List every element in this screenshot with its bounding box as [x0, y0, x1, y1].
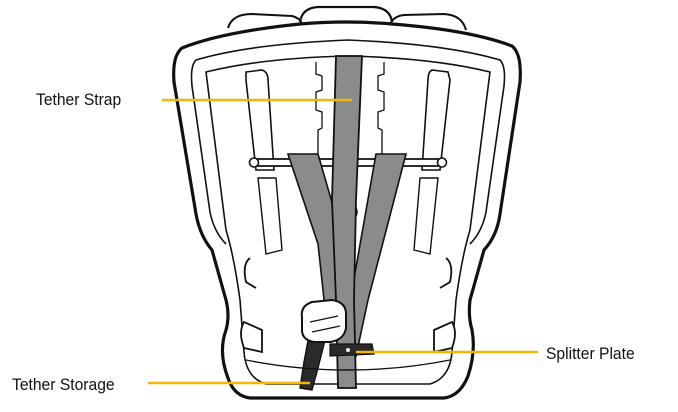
label-tether-strap: Tether Strap [36, 90, 122, 109]
side-slot-right-lower [413, 177, 439, 255]
side-hook-left-upper [243, 257, 257, 289]
label-splitter-plate: Splitter Plate [546, 344, 635, 363]
inner-rim-left [190, 59, 227, 245]
side-slot-left [245, 69, 275, 171]
side-hook-right-upper [439, 257, 453, 289]
headrest-wing-left [227, 12, 303, 29]
side-slot-right [421, 69, 451, 171]
tether-hook-clip [300, 298, 347, 343]
seat-base-rim [245, 359, 451, 371]
side-slot-left-lower [257, 177, 283, 255]
cross-bar-end-left [248, 157, 260, 168]
tether-hook-clip-detail [309, 315, 341, 333]
side-hook-left-lower [240, 320, 263, 354]
label-tether-storage: Tether Storage [12, 375, 115, 394]
headrest-top [298, 5, 394, 23]
inner-rim [195, 39, 506, 245]
splitter-plate [329, 343, 375, 357]
headrest-wing-right [389, 12, 467, 31]
cross-bar-end-right [436, 157, 448, 168]
splitter-plate-rivet [346, 348, 350, 352]
